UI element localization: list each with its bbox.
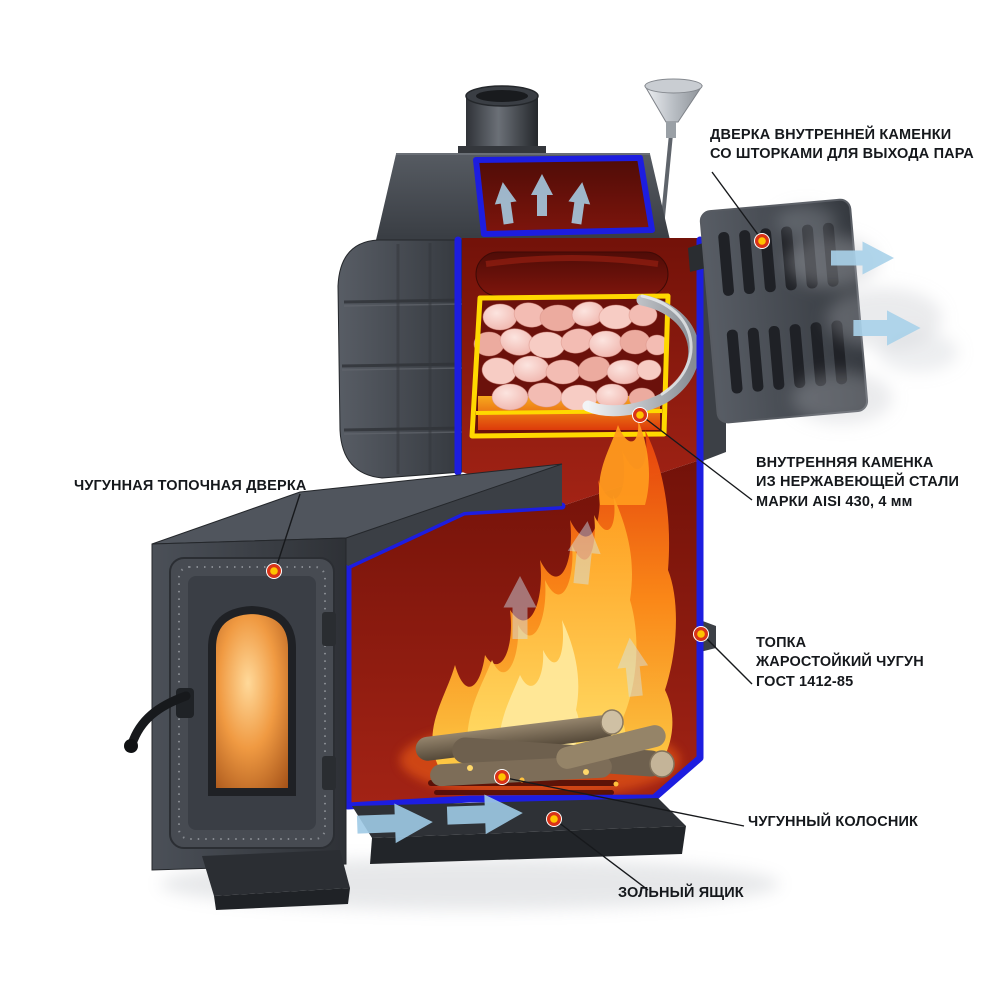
label-firebox-door: ЧУГУННАЯ ТОПОЧНАЯ ДВЕРКА	[74, 478, 307, 494]
door-hinge-top	[322, 612, 336, 646]
firewood-logs	[415, 709, 675, 787]
leader-ash-box	[557, 821, 649, 891]
marker-firebox-door	[266, 563, 282, 579]
door-window	[208, 605, 296, 796]
leader-grate	[505, 777, 745, 827]
marker-firebox	[693, 626, 709, 642]
marker-ash-box	[546, 811, 562, 827]
stove-top	[376, 153, 670, 240]
leader-firebox	[703, 635, 753, 685]
door-handle	[124, 691, 191, 753]
kamenka-frame	[469, 293, 671, 439]
convector-body	[337, 239, 463, 479]
leader-firebox-door	[275, 493, 301, 569]
firebox-door	[124, 557, 336, 849]
marker-grate	[494, 769, 510, 785]
marker-inner-kamenka	[632, 407, 648, 423]
marker-dots	[266, 233, 770, 827]
door-hinge-bottom	[322, 756, 336, 790]
base-ash-box	[352, 793, 686, 864]
callouts	[266, 171, 770, 891]
firebox-interior	[348, 420, 716, 806]
kamenka-stones	[473, 301, 669, 412]
leader-inner-kamenka	[641, 415, 753, 501]
label-steam-door: ДВЕРКА ВНУТРЕННЕЙ КАМЕНКИ СО ШТОРКАМИ ДЛ…	[710, 127, 974, 163]
label-grate: ЧУГУННЫЙ КОЛОСНИК	[748, 814, 919, 830]
label-firebox: ТОПКА ЖАРОСТОЙКИЙ ЧУГУН ГОСТ 1412-85	[756, 635, 924, 690]
steam-pipe	[582, 294, 700, 417]
front-assembly	[124, 463, 563, 910]
marker-steam-door	[754, 233, 770, 249]
label-inner-kamenka: ВНУТРЕННЯЯ КАМЕНКА ИЗ НЕРЖАВЕЮЩЕЙ СТАЛИ …	[756, 455, 960, 510]
chimney-pipe	[458, 85, 546, 156]
leader-steam-door	[711, 171, 763, 241]
label-ash-box: ЗОЛЬНЫЙ ЯЩИК	[618, 885, 744, 901]
